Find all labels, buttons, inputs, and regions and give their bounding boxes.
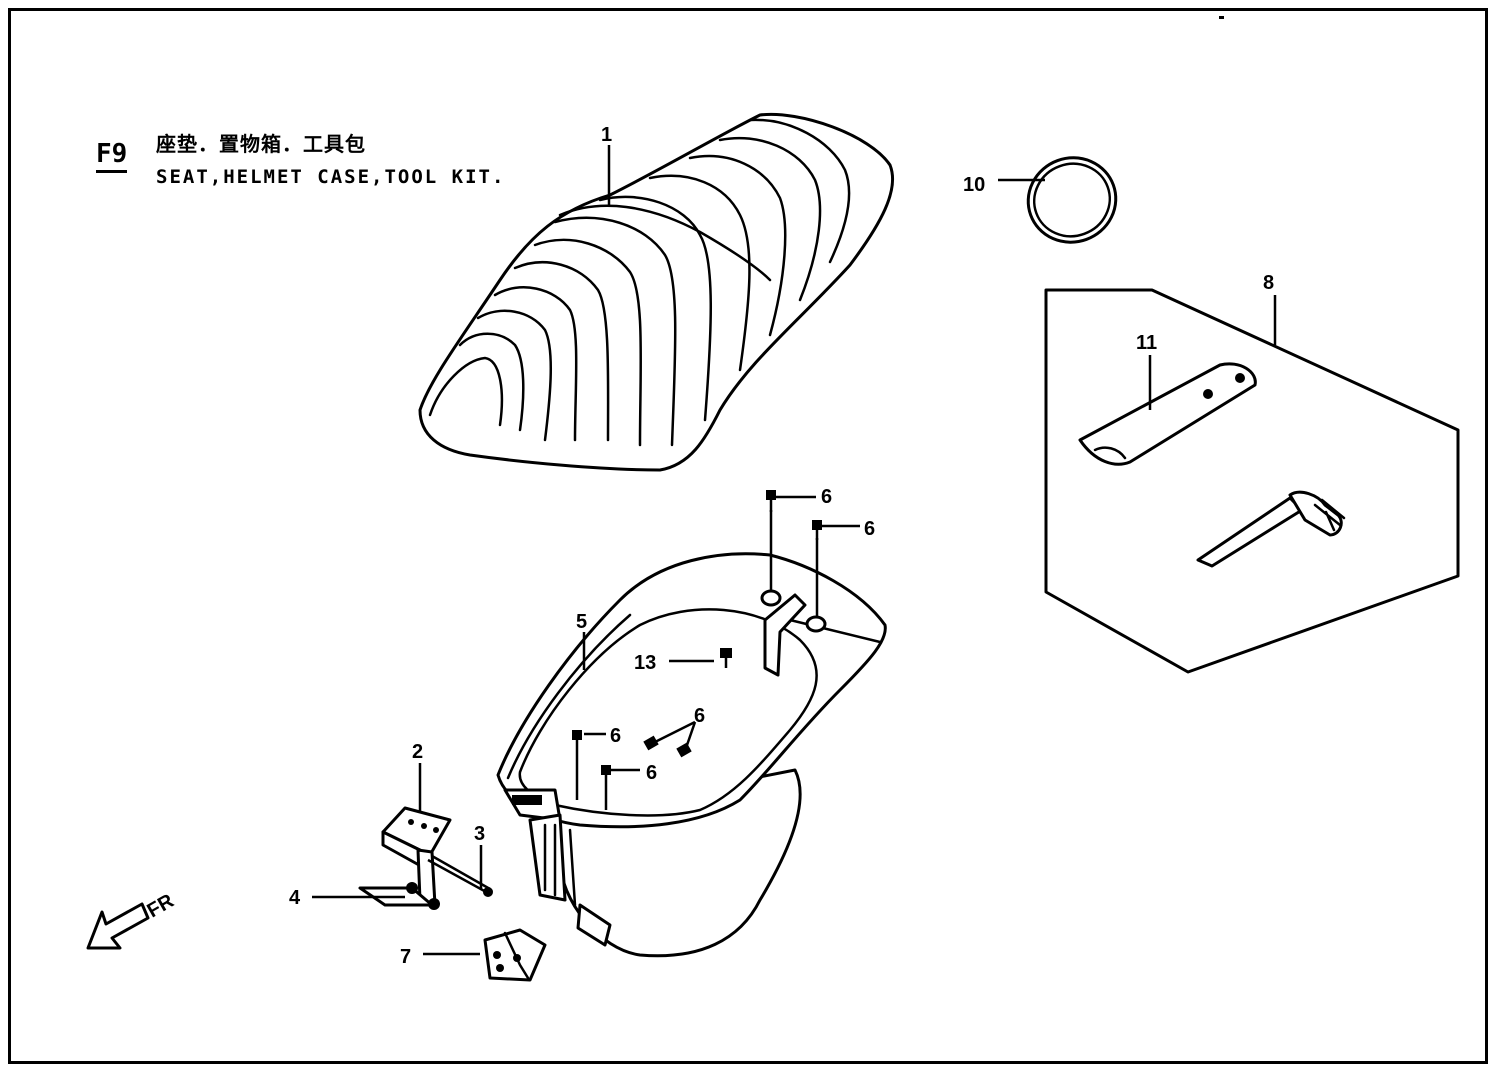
callout-2: 2: [412, 741, 423, 763]
callout-7: 7: [400, 946, 411, 968]
clip-part: [483, 928, 547, 982]
callout-8: 8: [1263, 272, 1274, 294]
figure-title-cn: 座垫．置物箱．工具包: [156, 132, 366, 156]
callout-6e: 6: [646, 762, 657, 784]
callout-10: 10: [963, 174, 985, 196]
long-bolt-part: [427, 854, 493, 897]
ring-part: [1026, 156, 1118, 244]
callout-labels: 1 10 8 11 6 6 5 13 6 6 6 2 3 4 7: [289, 124, 1274, 968]
front-direction-arrow: FR: [86, 890, 178, 950]
helmet-case-part: [496, 552, 887, 958]
callout-1: 1: [601, 124, 612, 146]
figure-title-en: SEAT,HELMET CASE,TOOL KIT.: [156, 166, 506, 188]
drawing-border: [8, 8, 1488, 1064]
callout-11: 11: [1136, 332, 1157, 354]
seat-part: [418, 112, 895, 472]
callout-6a: 6: [821, 486, 832, 508]
callout-5: 5: [576, 611, 587, 633]
tool-kit-part: [1044, 288, 1460, 674]
leader-lines: [312, 145, 1277, 956]
bracket-part: [358, 806, 452, 910]
callout-3: 3: [474, 823, 485, 845]
callout-6b: 6: [864, 518, 875, 540]
callout-4: 4: [289, 887, 301, 909]
callout-13: 13: [634, 652, 656, 674]
callout-6c: 6: [694, 705, 705, 727]
corner-mark: [1219, 16, 1224, 19]
figure-code: F9: [96, 140, 128, 173]
callout-6d: 6: [610, 725, 621, 747]
